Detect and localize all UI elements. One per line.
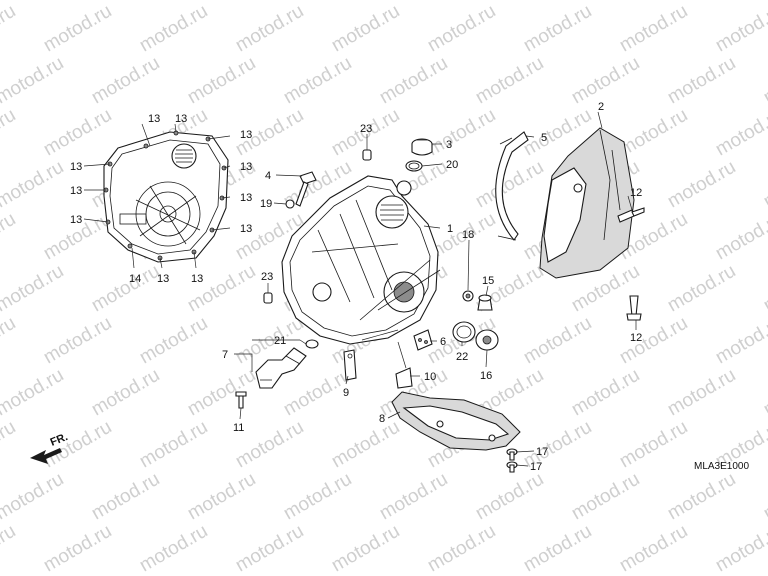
- callout-5: 5: [541, 132, 547, 144]
- callout-22: 22: [456, 351, 468, 363]
- callout-17: 17: [536, 446, 548, 458]
- stay-10[interactable]: [395, 367, 413, 389]
- callout-23: 23: [360, 123, 372, 135]
- callout-20: 20: [446, 159, 458, 171]
- callout-13: 13: [70, 185, 82, 197]
- callout-17: 17: [530, 461, 542, 473]
- callout-8: 8: [379, 413, 385, 425]
- callout-19: 19: [260, 198, 272, 210]
- front-direction-arrow: FR.: [30, 431, 70, 464]
- callout-15: 15: [482, 275, 494, 287]
- oil-seal-22[interactable]: [452, 321, 476, 343]
- oil-filler-cap[interactable]: [411, 138, 433, 156]
- sprocket-cover-2[interactable]: [539, 127, 635, 279]
- callout-1: 1: [447, 223, 453, 235]
- callout-13: 13: [157, 273, 169, 285]
- dowel-pin-23a[interactable]: [362, 149, 372, 161]
- washer-15[interactable]: [477, 294, 493, 311]
- callout-23: 23: [261, 271, 273, 283]
- bolt-12b[interactable]: [626, 295, 642, 321]
- plate-6[interactable]: [413, 329, 433, 351]
- callout-2: 2: [598, 101, 604, 113]
- bracket-9[interactable]: [343, 349, 357, 381]
- callout-labels: 13 13 13 13 13 13 13 13 13 14 13 13 1 2 …: [70, 101, 642, 473]
- callout-7: 7: [222, 349, 228, 361]
- callout-13: 13: [240, 192, 252, 204]
- collar-18[interactable]: [462, 290, 474, 302]
- cap-16[interactable]: [475, 329, 499, 351]
- crankcase-cover[interactable]: [281, 175, 441, 345]
- sensor-7[interactable]: [255, 347, 307, 389]
- callout-16: 16: [480, 370, 492, 382]
- callout-3: 3: [446, 139, 452, 151]
- callout-13: 13: [175, 113, 187, 125]
- bolt-11[interactable]: [235, 391, 247, 409]
- bracket-5[interactable]: [495, 131, 529, 241]
- bolt-17a[interactable]: [506, 448, 518, 461]
- leader-lines: [83, 111, 637, 467]
- o-ring-20[interactable]: [405, 160, 423, 172]
- callout-11: 11: [233, 422, 244, 434]
- o-ring-21[interactable]: [305, 339, 319, 349]
- callout-10: 10: [424, 371, 436, 383]
- direction-label: FR.: [49, 431, 70, 449]
- callout-18: 18: [462, 229, 474, 241]
- bolt-17b[interactable]: [506, 461, 518, 473]
- dowel-pin-23b[interactable]: [263, 292, 273, 304]
- bolt-4[interactable]: [285, 171, 317, 209]
- callout-13: 13: [240, 161, 252, 173]
- callout-14: 14: [129, 273, 141, 285]
- callout-13: 13: [70, 214, 82, 226]
- diagram-code: MLA3E1000: [694, 461, 749, 472]
- callout-13: 13: [70, 161, 82, 173]
- bolt-12a[interactable]: [617, 207, 645, 223]
- callout-4: 4: [265, 170, 271, 182]
- callout-13: 13: [191, 273, 203, 285]
- callout-6: 6: [440, 336, 446, 348]
- callout-13: 13: [240, 129, 252, 141]
- callout-12: 12: [630, 187, 642, 199]
- callout-13: 13: [148, 113, 160, 125]
- lower-cover-8[interactable]: [391, 391, 521, 451]
- callout-12: 12: [630, 332, 642, 344]
- callout-9: 9: [343, 387, 349, 399]
- callout-13: 13: [240, 223, 252, 235]
- callout-21: 21: [274, 335, 286, 347]
- cover-gasket-group[interactable]: [103, 130, 229, 263]
